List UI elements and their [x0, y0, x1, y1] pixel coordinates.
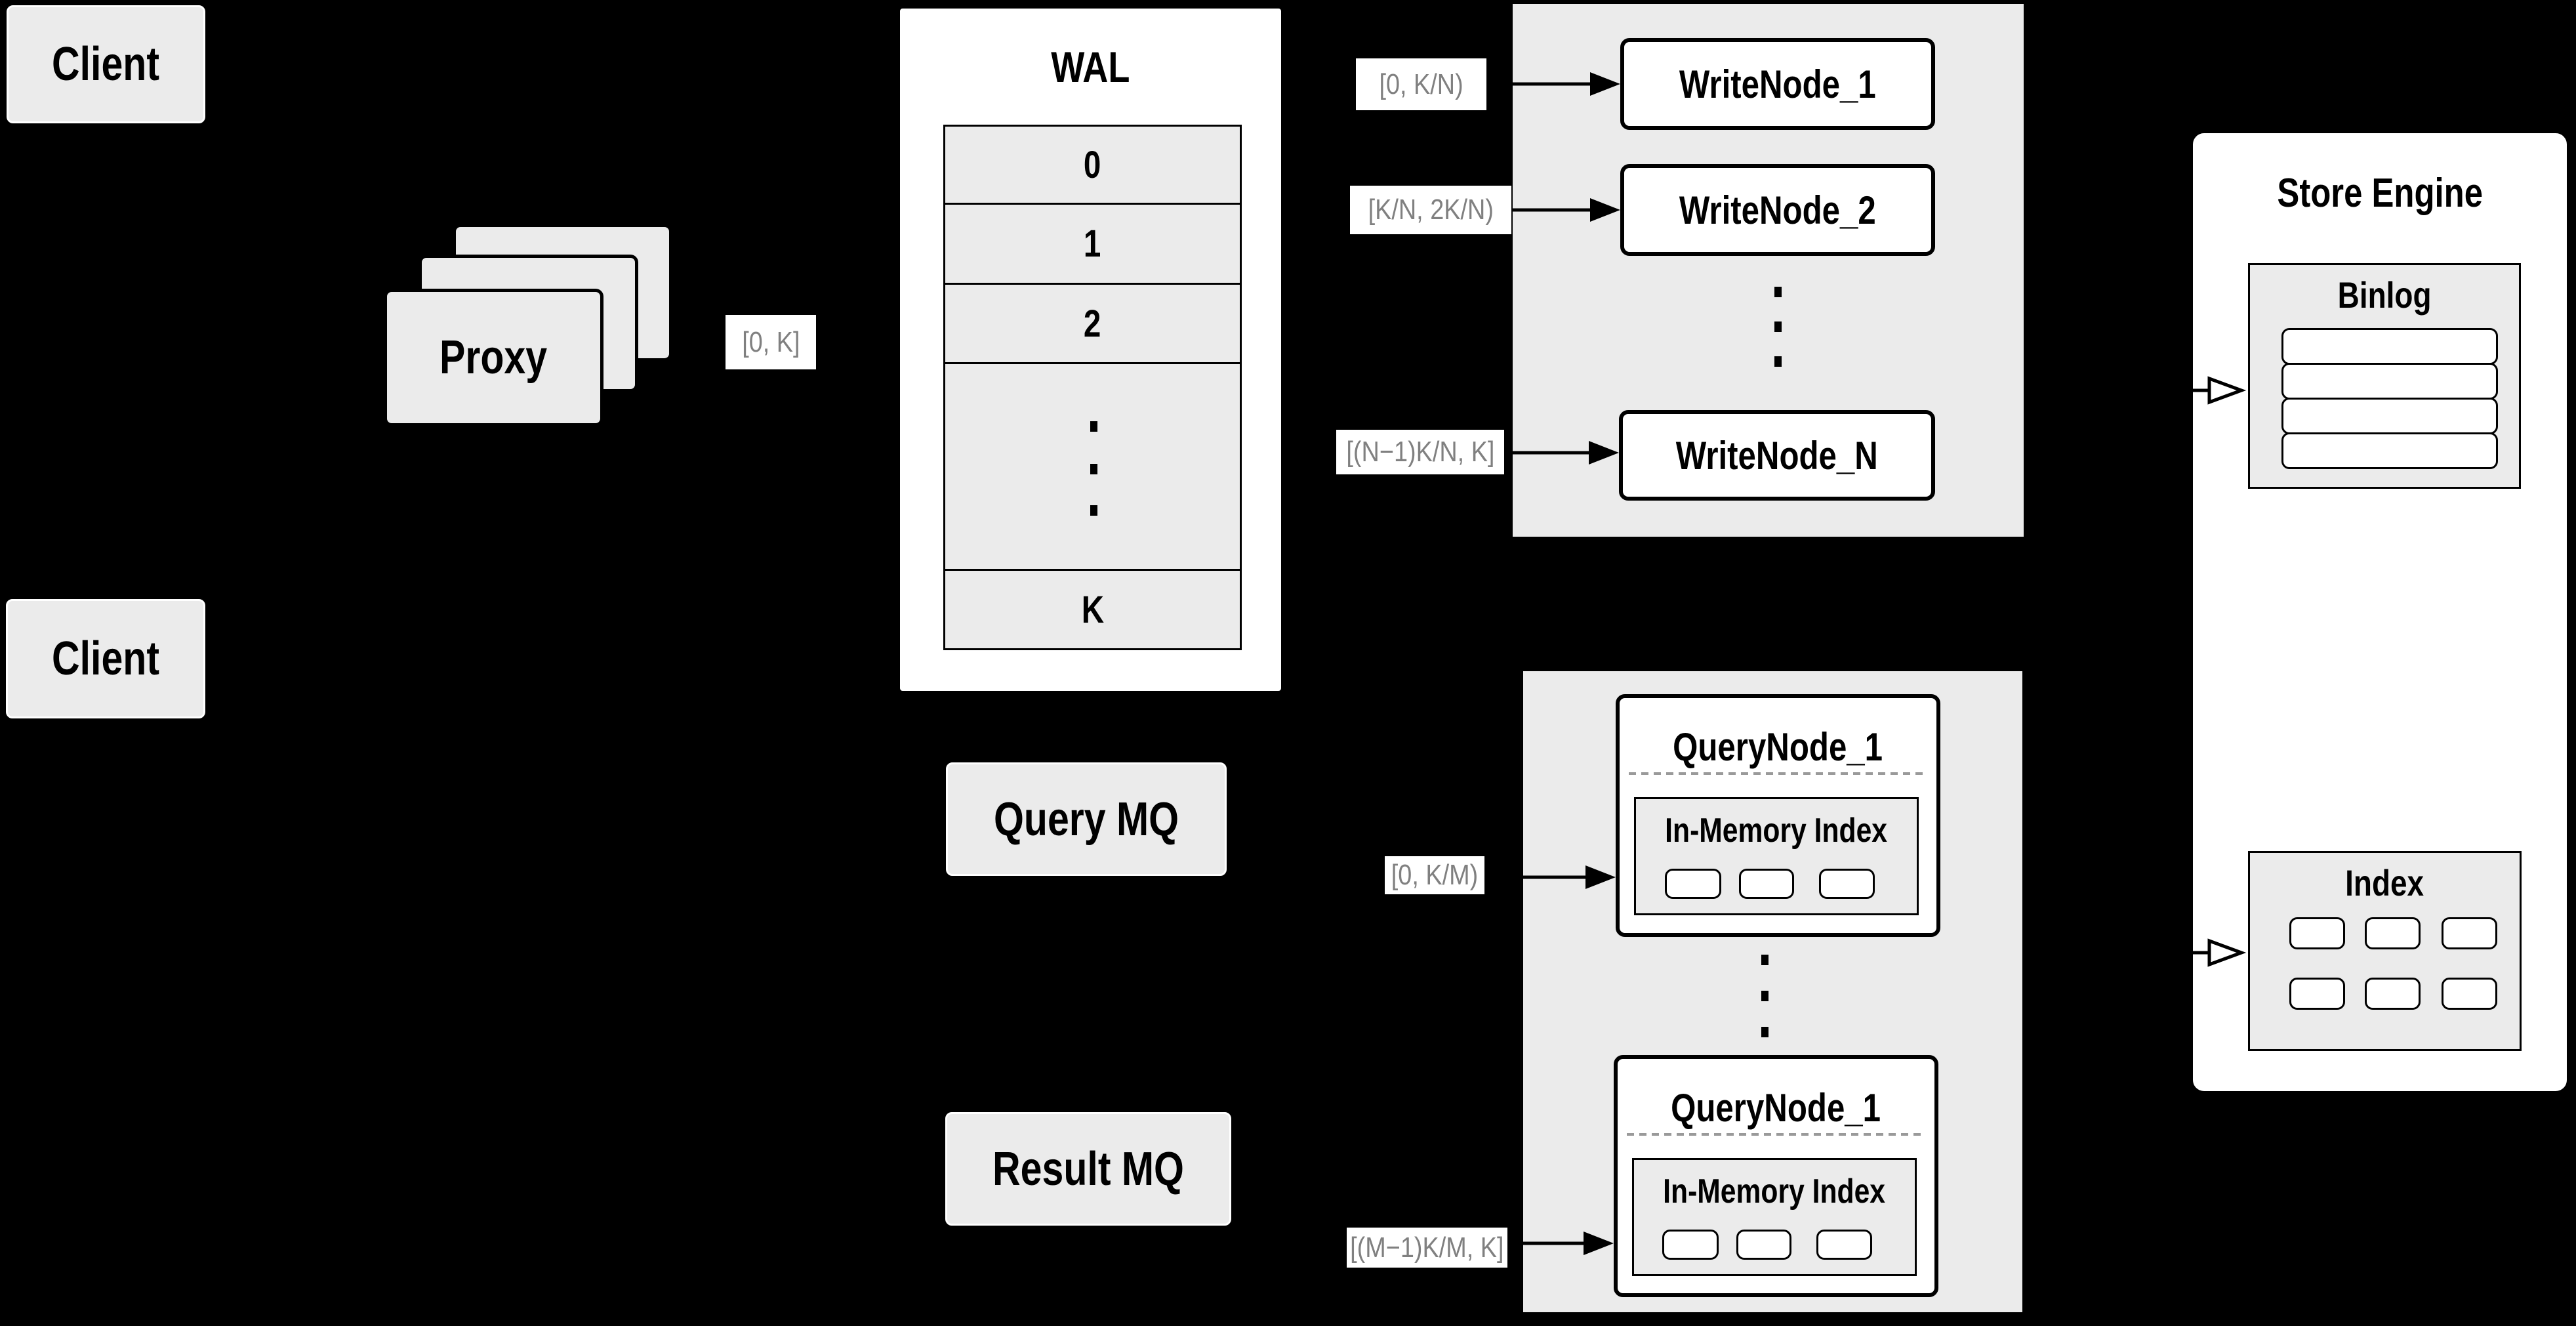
- wal-segment-0: 0: [943, 125, 1242, 205]
- wal-segment-k: K: [943, 569, 1242, 650]
- index-title: Index: [2345, 862, 2424, 903]
- write-node-n: WriteNode_N: [1619, 410, 1935, 501]
- range-label-proxy-wal: [0, K]: [726, 315, 816, 369]
- query-node-1-divider: [1629, 772, 1927, 775]
- index-cell: [2365, 978, 2421, 1010]
- query-node-1: QueryNode_1 In-Memory Index: [1616, 694, 1940, 937]
- write-node-1: WriteNode_1: [1620, 38, 1935, 130]
- in-memory-index-title-2: In-Memory Index: [1663, 1172, 1886, 1211]
- range-label-query-node-2: [(M−1)K/M, K]: [1347, 1228, 1507, 1268]
- write-node-group: WriteNode_1 WriteNode_2 WriteNode_N: [1513, 4, 2024, 537]
- wal-ellipsis-cell: [943, 362, 1242, 571]
- query-node-2: QueryNode_1 In-Memory Index: [1614, 1055, 1938, 1297]
- binlog-panel: Binlog: [2248, 263, 2521, 489]
- index-cell: [2365, 917, 2421, 949]
- wal-box: WAL 0 1 2 K: [897, 6, 1284, 694]
- range-label-write-node-2: [K/N, 2K/N): [1350, 186, 1511, 234]
- index-cell: [2442, 917, 2497, 949]
- binlog-title: Binlog: [2337, 274, 2432, 316]
- memory-segment-cell: [1736, 1230, 1791, 1260]
- wal-segment-list: 0 1 2 K: [943, 125, 1242, 650]
- binlog-row: [2281, 363, 2498, 400]
- write-node-2: WriteNode_2: [1620, 164, 1935, 256]
- client-box-top: Client: [7, 5, 205, 123]
- binlog-row: [2281, 328, 2498, 365]
- in-memory-index-title-1: In-Memory Index: [1665, 812, 1888, 850]
- proxy-label: Proxy: [440, 331, 548, 384]
- binlog-rows: [2281, 328, 2498, 469]
- memory-segment-cell: [1662, 1230, 1719, 1260]
- index-cell: [2289, 978, 2345, 1010]
- store-engine-box: Store Engine Binlog Index: [2190, 130, 2570, 1094]
- wal-title: WAL: [1051, 43, 1130, 91]
- client-top-label: Client: [52, 38, 160, 91]
- result-mq-box: Result MQ: [945, 1112, 1231, 1226]
- range-label-write-node-1: [0, K/N): [1356, 58, 1486, 110]
- memory-segment-cell: [1816, 1230, 1872, 1260]
- wal-segment-2: 2: [943, 283, 1242, 364]
- query-mq-box: Query MQ: [946, 762, 1227, 876]
- client-box-bottom: Client: [6, 599, 205, 718]
- query-node-2-title: QueryNode_1: [1671, 1086, 1881, 1130]
- binlog-row: [2281, 432, 2498, 469]
- memory-segment-cell: [1665, 869, 1721, 899]
- index-panel: Index: [2248, 851, 2522, 1051]
- in-memory-index-panel-1: In-Memory Index: [1634, 797, 1919, 915]
- query-node-2-divider: [1627, 1133, 1925, 1136]
- wal-segment-1: 1: [943, 203, 1242, 285]
- in-memory-index-panel-2: In-Memory Index: [1632, 1158, 1917, 1276]
- query-node-group: QueryNode_1 In-Memory Index QueryNode_1: [1523, 671, 2022, 1312]
- memory-segment-cell: [1819, 869, 1875, 899]
- client-bottom-label: Client: [51, 632, 159, 685]
- index-cell: [2289, 917, 2345, 949]
- query-node-1-title: QueryNode_1: [1673, 725, 1883, 769]
- proxy-card-front: Proxy: [384, 289, 603, 426]
- range-label-query-node-1: [0, K/M): [1385, 856, 1484, 894]
- memory-segment-cell: [1739, 869, 1794, 899]
- store-engine-title: Store Engine: [2277, 171, 2483, 216]
- binlog-row: [2281, 398, 2498, 434]
- index-cell: [2442, 978, 2497, 1010]
- range-label-write-node-n: [(N−1)K/N, K]: [1336, 430, 1504, 474]
